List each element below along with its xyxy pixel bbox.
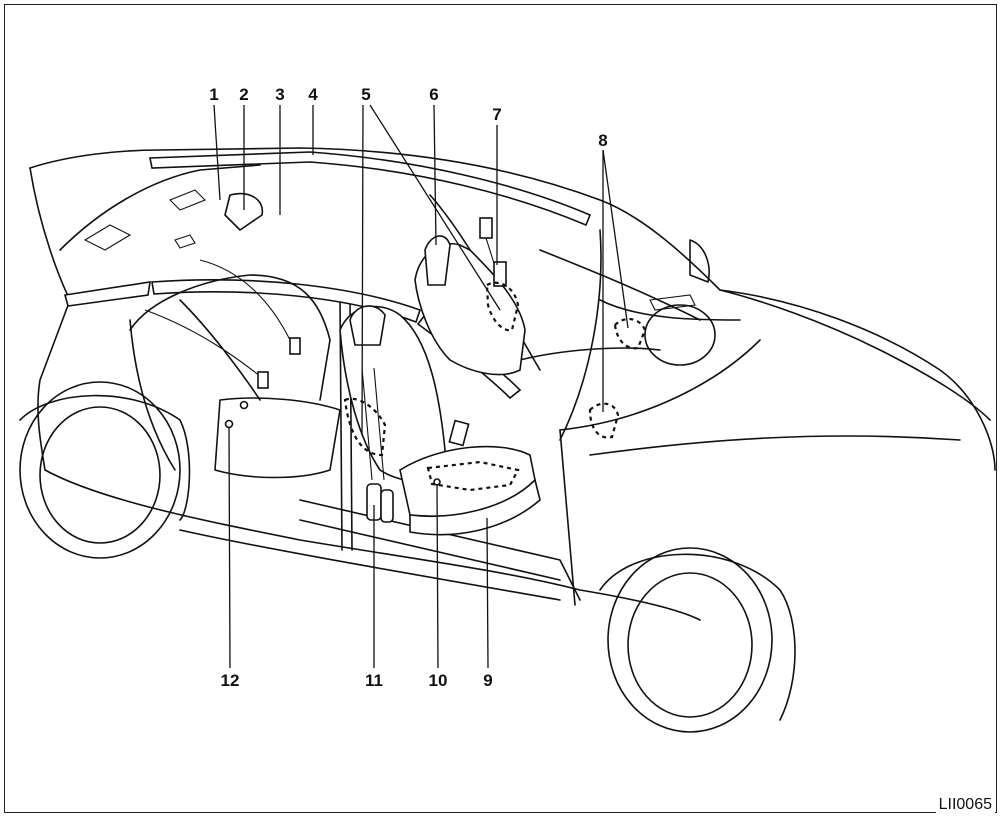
callout-12: 12	[221, 671, 240, 690]
callout-5: 5	[361, 85, 370, 104]
callout-3: 3	[275, 85, 284, 104]
figure-code: LII0065	[935, 795, 995, 815]
pillar-seatbelt	[361, 217, 507, 481]
callout-11: 11	[365, 671, 383, 690]
callout-6: 6	[429, 85, 438, 104]
callout-labels: 1 2 3 4 5 6 7 8 9 10 11 12	[209, 85, 607, 690]
front-wheel	[599, 547, 796, 733]
front-passenger-seat	[414, 235, 526, 376]
callout-9: 9	[483, 671, 492, 690]
callout-7: 7	[492, 105, 501, 124]
steering-area	[599, 299, 741, 366]
callout-8: 8	[598, 131, 607, 150]
rear-wheel	[19, 381, 191, 559]
driver-seat	[339, 305, 541, 536]
callout-4: 4	[308, 85, 318, 104]
callout-1: 1	[209, 85, 218, 104]
callout-10: 10	[429, 671, 448, 690]
callout-2: 2	[239, 85, 248, 104]
rear-seats	[129, 193, 341, 479]
airbag-zones	[343, 281, 647, 492]
leader-lines	[213, 104, 629, 669]
diagram-frame	[4, 4, 997, 813]
